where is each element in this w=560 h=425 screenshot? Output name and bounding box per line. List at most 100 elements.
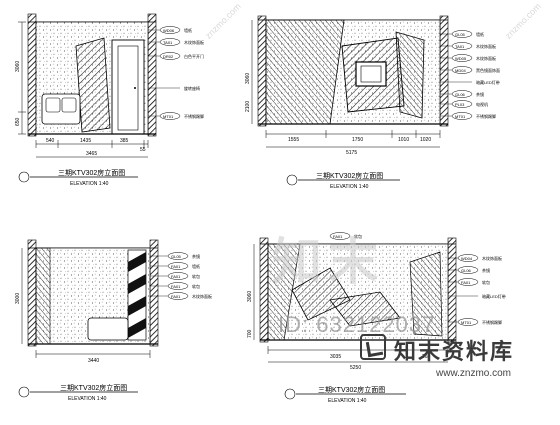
svg-text:不锈钢踢脚: 不锈钢踢脚	[476, 113, 496, 119]
elevation-panel-3: 3440 3000 GL05 茶镜 FA01 墙纸 FA01 软包 FA01 软…	[15, 239, 212, 402]
svg-text:GL05: GL05	[455, 32, 466, 37]
svg-text:WD05: WD05	[455, 56, 467, 61]
dimension-label: 365	[422, 354, 431, 360]
dimension-label: 1020	[420, 137, 431, 143]
svg-text:GL06: GL06	[461, 268, 472, 273]
svg-text:FA01: FA01	[171, 294, 181, 299]
svg-text:MD04: MD04	[455, 68, 466, 73]
elevation-panel-4: 3035 365 5250 3060 700 FA01 软包 WD04 木纹饰面…	[247, 232, 506, 404]
panel-scale: ELEVATION 1:40	[70, 181, 109, 187]
right-wall-section	[147, 13, 157, 137]
material-callouts: WD06 墙纸 TA01 木纹饰面板 DR02 白色平开门 旋转座椅 MT01 …	[148, 26, 204, 120]
sofa	[87, 317, 129, 341]
mirror-strip	[127, 249, 147, 341]
dimension-label: 3440	[88, 358, 99, 364]
dimension-label: 1010	[398, 137, 409, 143]
dimension-label: 1555	[288, 137, 299, 143]
svg-text:软包: 软包	[192, 273, 200, 279]
svg-text:MT01: MT01	[455, 114, 466, 119]
svg-text:FA01: FA01	[171, 274, 181, 279]
svg-text:700: 700	[247, 329, 253, 338]
svg-text:电视机: 电视机	[476, 101, 488, 107]
svg-text:木纹饰面板: 木纹饰面板	[476, 43, 496, 49]
door	[111, 39, 145, 135]
svg-text:FA01: FA01	[171, 284, 181, 289]
section-marker	[286, 174, 298, 186]
tv-screen	[355, 61, 387, 87]
svg-text:TA01: TA01	[455, 44, 465, 49]
sofa	[41, 93, 81, 125]
svg-text:FA01: FA01	[333, 234, 343, 239]
dimension-label: 1435	[80, 138, 91, 144]
svg-text:木纹饰面板: 木纹饰面板	[192, 293, 212, 299]
elevation-panel-1: 540 1435 385 55 3465 3060 650 WD06 墙纸 TA…	[15, 13, 204, 187]
svg-text:TA01: TA01	[163, 40, 173, 45]
watermark-brand: 知末资料库	[394, 340, 515, 365]
svg-text:不锈钢踢脚: 不锈钢踢脚	[184, 113, 204, 119]
dimension-label: 540	[46, 138, 55, 144]
svg-text:MT01: MT01	[163, 114, 174, 119]
svg-text:WD06: WD06	[163, 28, 175, 33]
svg-text:DR02: DR02	[163, 54, 174, 59]
section-marker	[18, 386, 30, 398]
dimension-label: 385	[120, 138, 129, 144]
watermark-logo-text: 知末	[272, 233, 384, 291]
left-wall-section	[27, 13, 37, 137]
svg-text:软包: 软包	[482, 279, 490, 285]
svg-text:暗藏LED灯带: 暗藏LED灯带	[476, 79, 500, 85]
material-callouts: GL05 茶镜 FA01 墙纸 FA01 软包 FA01 软包 FA01 木纹饰…	[150, 252, 212, 300]
svg-text:软包: 软包	[192, 283, 200, 289]
svg-text:旋转座椅: 旋转座椅	[184, 85, 200, 91]
svg-text:FA01: FA01	[171, 264, 181, 269]
panel-title: 三期KTV302房立面图	[60, 383, 127, 392]
watermark-url: www.znzmo.com	[436, 368, 512, 379]
section-marker	[284, 388, 296, 400]
svg-text:墙纸: 墙纸	[184, 27, 192, 33]
svg-text:GL05: GL05	[171, 254, 182, 259]
svg-text:MT01: MT01	[461, 320, 472, 325]
section-marker	[18, 171, 30, 183]
svg-text:暗藏LED灯带: 暗藏LED灯带	[482, 293, 506, 299]
material-callouts: GL05 墙纸 TA01 木纹饰面板 WD05 木纹饰面板 MD04 黑色镜面饰…	[440, 30, 500, 120]
svg-text:茶镜: 茶镜	[192, 253, 200, 259]
svg-text:WD04: WD04	[461, 256, 473, 261]
elevation-panel-2: 1555 1750 1010 1020 5175 3060 2100 GL05 …	[245, 15, 500, 190]
svg-text:FA01: FA01	[461, 280, 471, 285]
svg-text:PL03: PL03	[455, 102, 465, 107]
panel-title: 三期KTV302房立面图	[318, 385, 385, 394]
svg-text:墙纸: 墙纸	[192, 263, 200, 269]
svg-text:木纹饰面板: 木纹饰面板	[482, 255, 502, 261]
dimension-label: 1750	[352, 137, 363, 143]
watermark-id: ID: 632122037	[278, 312, 436, 337]
svg-text:3060: 3060	[247, 291, 253, 302]
feature-panel	[265, 19, 345, 125]
svg-text:3060: 3060	[245, 73, 251, 84]
panel-scale: ELEVATION 1:40	[68, 396, 107, 402]
material-callouts: FA01 软包 WD04 木纹饰面板 GL06 茶镜 FA01 软包 暗藏LED…	[329, 232, 506, 326]
svg-text:3000: 3000	[15, 293, 21, 304]
dimension-total: 5250	[350, 365, 361, 371]
panel-scale: ELEVATION 1:40	[330, 184, 369, 190]
svg-text:茶镜: 茶镜	[482, 267, 490, 273]
dimension-label: 3035	[330, 354, 341, 360]
svg-text:木纹饰面板: 木纹饰面板	[184, 39, 204, 45]
dimension-total: 3465	[86, 151, 97, 157]
svg-text:木纹饰面板: 木纹饰面板	[476, 55, 496, 61]
svg-text:软包: 软包	[354, 233, 362, 239]
svg-text:不锈钢踢脚: 不锈钢踢脚	[482, 319, 502, 325]
panel-title: 三期KTV302房立面图	[316, 171, 383, 180]
svg-text:白色平开门: 白色平开门	[184, 53, 204, 59]
dimension-total: 5175	[346, 150, 357, 156]
panel-title: 三期KTV302房立面图	[58, 168, 125, 177]
svg-text:2100: 2100	[245, 101, 251, 112]
svg-text:黑色镜面饰面: 黑色镜面饰面	[476, 67, 500, 73]
feature-panel	[75, 37, 111, 133]
dimension-label: 3060	[15, 61, 21, 72]
dimension-label: 650	[15, 117, 21, 126]
dimension-label: 55	[140, 147, 146, 153]
svg-text:GL06: GL06	[455, 92, 466, 97]
svg-text:茶镜: 茶镜	[476, 91, 484, 97]
brand-logo-icon	[360, 334, 386, 360]
